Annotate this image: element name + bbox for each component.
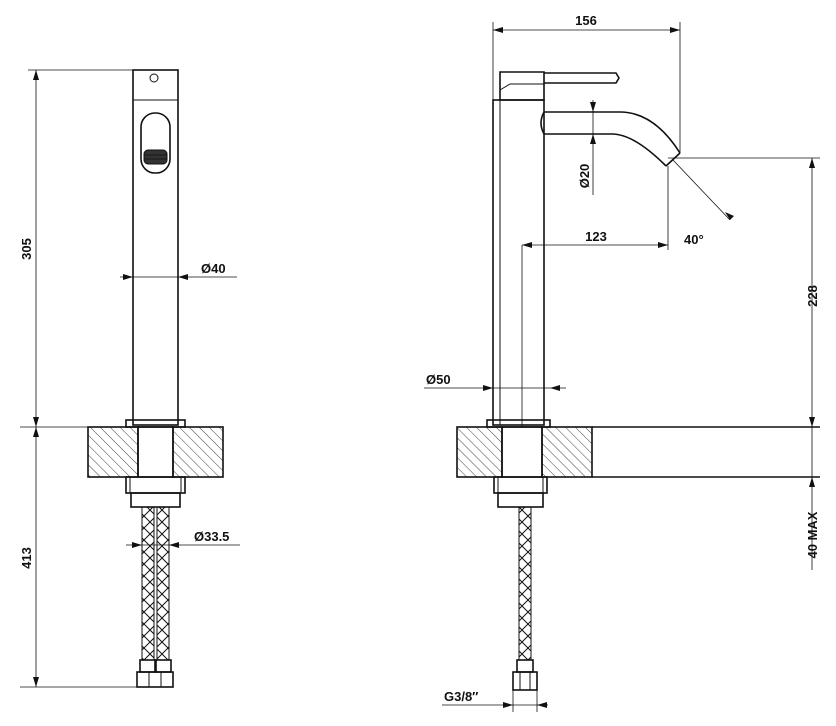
front-hose-right [156, 506, 170, 661]
front-faucet-body [132, 69, 179, 426]
side-handle [499, 71, 545, 101]
dim-side-spout-diameter-label: Ø20 [577, 164, 592, 189]
side-hose [518, 506, 532, 661]
dim-side-thread-label: G3/8″ [444, 689, 478, 704]
dim-side-counter-max-label: 40 MAX [805, 511, 820, 558]
dim-side-width-label: 156 [575, 13, 597, 28]
front-view: 305 413 Ø40 Ø33.5 [19, 69, 240, 688]
dim-front-body-diameter-label: Ø40 [201, 261, 226, 276]
side-counter-left [456, 426, 503, 478]
front-counter-right [172, 426, 224, 478]
side-spout [544, 111, 681, 154]
dim-front-height-label: 305 [19, 238, 34, 260]
dim-side-body-diameter-label: Ø50 [426, 372, 451, 387]
dim-front-below-label: 413 [19, 547, 34, 569]
front-aerator-slot [140, 112, 171, 174]
side-counter-right [541, 426, 593, 478]
front-handle-pin [149, 73, 159, 83]
side-faucet-body [492, 99, 545, 426]
front-hose-left [141, 506, 155, 661]
side-view: 156 Ø20 123 40° 228 40 MAX Ø50 [424, 13, 820, 712]
dim-side-reach-label: 123 [585, 229, 607, 244]
dim-side-angle-label: 40° [684, 232, 704, 247]
side-mounting-nut [493, 476, 548, 494]
front-aerator-mesh [143, 149, 168, 165]
dim-front-hose-diameter-label: Ø33.5 [194, 529, 229, 544]
dim-side-spout-height-label: 228 [805, 285, 820, 307]
front-mounting-nut [125, 476, 186, 494]
front-counter-left [87, 426, 139, 478]
